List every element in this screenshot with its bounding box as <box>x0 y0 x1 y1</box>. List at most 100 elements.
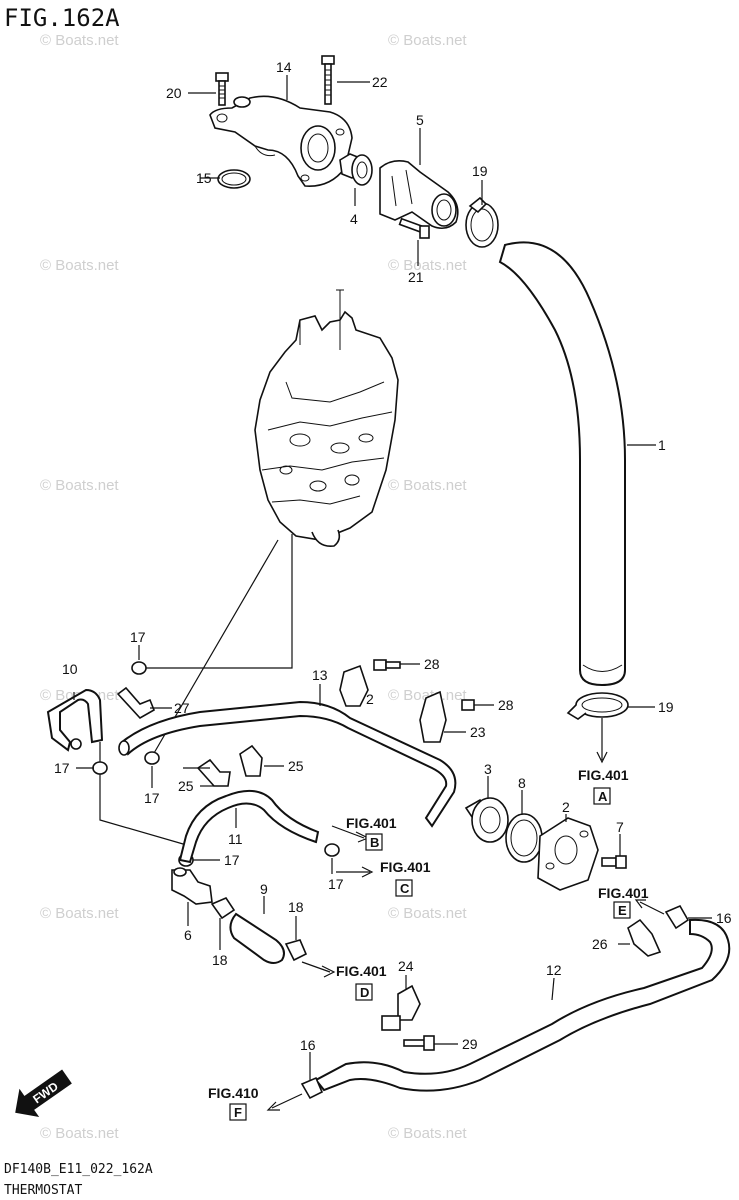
ref-box-letter: E <box>618 903 627 918</box>
clamp-17-e <box>324 843 340 857</box>
callout-17: 17 <box>54 760 70 776</box>
callout-18: 18 <box>288 899 304 915</box>
thermostat-cover-14 <box>209 95 353 187</box>
diagram-code: DF140B_E11_022_162A <box>4 1162 153 1177</box>
clamp-16-a <box>664 904 690 930</box>
clip-2-center <box>339 664 369 707</box>
callout-8: 8 <box>518 775 526 791</box>
ref-fig401-c[interactable]: FIG.401 C <box>380 859 431 897</box>
hose-9 <box>229 912 285 964</box>
callout-10: 10 <box>62 661 78 677</box>
ref-fig401-d[interactable]: FIG.401 D <box>336 963 387 1001</box>
bolt-22 <box>321 55 335 105</box>
clamp-17-b <box>92 761 108 775</box>
clamp-18-b <box>284 939 308 962</box>
callout-1: 1 <box>658 437 666 453</box>
callout-28: 28 <box>424 656 440 672</box>
ref-fig410-f[interactable]: FIG.410 F <box>208 1085 259 1121</box>
bolt-20 <box>215 72 229 106</box>
clip-27 <box>116 686 156 720</box>
ref-fig401-b[interactable]: FIG.401 B <box>346 815 397 851</box>
callout-3: 3 <box>484 761 492 777</box>
callout-17: 17 <box>144 790 160 806</box>
callout-11: 11 <box>228 831 243 847</box>
watermark: © Boats.net <box>388 905 467 922</box>
watermark: © Boats.net <box>40 905 119 922</box>
ref-fig-label: FIG.401 <box>598 885 649 901</box>
callout-17: 17 <box>130 629 146 645</box>
callout-21: 21 <box>408 269 424 285</box>
watermark: © Boats.net <box>388 32 467 49</box>
reference-arrows <box>266 718 665 1111</box>
callout-16-right: 16 <box>716 910 732 926</box>
figure-title: FIG.162A <box>4 4 120 32</box>
watermark: © Boats.net <box>388 257 467 274</box>
callout-27: 27 <box>174 700 190 716</box>
hose-11 <box>178 789 320 864</box>
callout-17: 17 <box>224 852 240 868</box>
callout-6: 6 <box>184 927 192 943</box>
ref-fig401-e[interactable]: FIG.401 E <box>598 885 649 919</box>
joint-6 <box>171 867 213 905</box>
callout-15: 15 <box>196 170 212 186</box>
ref-fig-label: FIG.401 <box>336 963 387 979</box>
hose-1 <box>498 241 626 687</box>
gasket-8 <box>505 813 543 863</box>
clamp-18-a <box>210 897 236 920</box>
bolt-21 <box>398 217 430 239</box>
hose-12 <box>314 918 731 1092</box>
callout-7: 7 <box>616 819 624 835</box>
clip-23 <box>419 690 447 743</box>
callout-23: 23 <box>470 724 486 740</box>
callout-16-bottom: 16 <box>300 1037 316 1053</box>
callout-numbers: 1 2 2 3 4 5 6 7 8 9 10 11 12 13 14 15 16… <box>54 59 732 1053</box>
ref-box-letter: D <box>360 985 369 1000</box>
ref-box-letter: C <box>400 881 410 896</box>
ref-box-letter: B <box>370 835 379 850</box>
callout-25: 25 <box>288 758 304 774</box>
callout-9: 9 <box>260 881 268 897</box>
callout-28: 28 <box>498 697 514 713</box>
leader-line <box>140 534 293 669</box>
thermostat-3 <box>471 797 509 843</box>
clip-26 <box>627 918 662 957</box>
clip-24 <box>381 984 421 1031</box>
ref-fig-label: FIG.401 <box>380 859 431 875</box>
ref-fig401-a[interactable]: FIG.401 A <box>578 767 629 805</box>
bolt-28-b <box>461 699 475 711</box>
callout-leaders <box>73 75 712 1080</box>
ref-box-letter: F <box>234 1105 242 1120</box>
hose-13 <box>118 700 457 828</box>
bolt-29 <box>403 1035 435 1051</box>
hose-10 <box>46 688 104 752</box>
hose-clamp-19-top <box>465 196 499 248</box>
ref-fig-label: FIG.410 <box>208 1085 259 1101</box>
bolt-7 <box>601 855 627 869</box>
watermark: © Boats.net <box>388 1125 467 1142</box>
clip-25-a <box>196 758 231 787</box>
watermark: © Boats.net <box>388 687 467 704</box>
ref-fig-label: FIG.401 <box>346 815 397 831</box>
clamp-16-b <box>300 1076 324 1100</box>
callout-2: 2 <box>562 799 570 815</box>
callout-24: 24 <box>398 958 414 974</box>
gasket-15 <box>217 169 251 189</box>
thermostat-housing-5 <box>379 160 459 230</box>
callout-22: 22 <box>372 74 388 90</box>
callout-26: 26 <box>592 936 608 952</box>
callout-29: 29 <box>462 1036 478 1052</box>
callout-14: 14 <box>276 59 292 75</box>
callout-5: 5 <box>416 112 424 128</box>
diagram-name: THERMOSTAT <box>4 1183 82 1198</box>
callout-2-center: 2 <box>366 691 374 707</box>
callout-12: 12 <box>546 962 562 978</box>
ref-fig-label: FIG.401 <box>578 767 629 783</box>
callout-18: 18 <box>212 952 228 968</box>
watermark: © Boats.net <box>40 32 119 49</box>
clip-25-b <box>239 744 263 777</box>
bolt-28-a <box>373 659 401 671</box>
callout-20: 20 <box>166 85 182 101</box>
clamp-17-a <box>131 661 147 675</box>
housing-2 <box>537 817 599 891</box>
